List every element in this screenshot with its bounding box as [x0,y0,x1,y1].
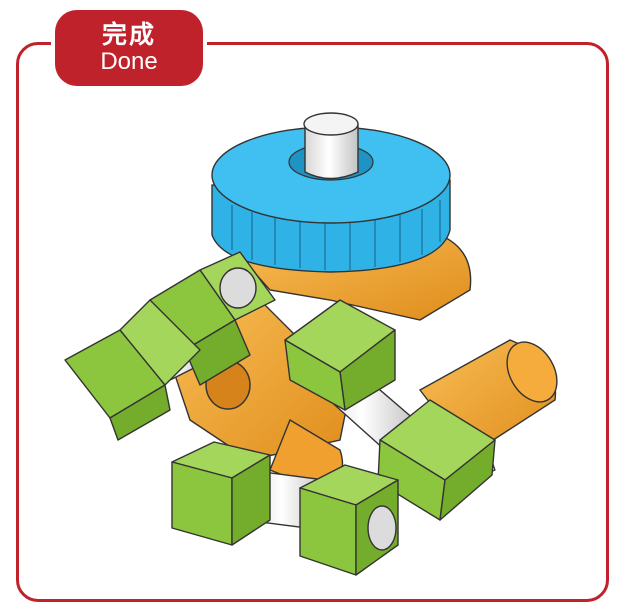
badge-title-zh: 完成 [101,19,156,49]
done-badge: 完成 Done [55,10,203,86]
top-peg [303,112,359,180]
green-block-bottom-right [299,464,399,576]
green-block-center [284,299,396,411]
green-block-bottom-left [171,441,271,546]
green-block-upper-left-front [64,299,201,441]
green-block-right [377,399,496,521]
green-blocks [64,251,496,576]
blue-knob [211,126,451,273]
badge-title-en: Done [100,47,158,75]
